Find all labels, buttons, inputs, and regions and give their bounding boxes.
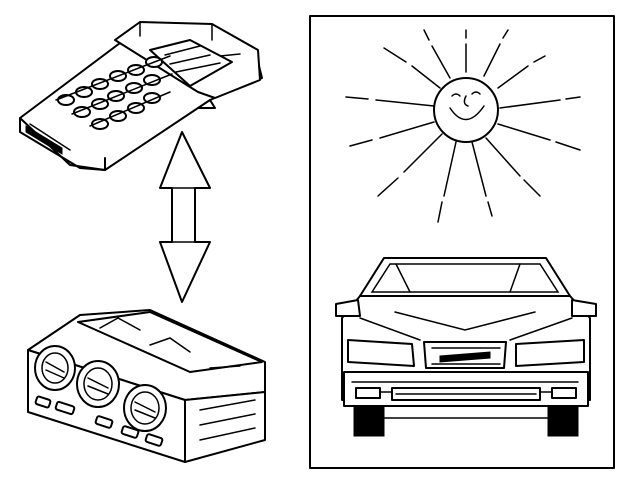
double-arrow-icon bbox=[159, 131, 211, 303]
car-front-icon bbox=[335, 257, 597, 437]
keypad-icon bbox=[55, 55, 173, 130]
knob-middle-icon bbox=[76, 360, 120, 408]
climate-control-panel-icon bbox=[27, 309, 266, 463]
panel-buttons-icon bbox=[34, 395, 164, 447]
knob-left-icon bbox=[34, 345, 76, 391]
sun-icon bbox=[345, 29, 581, 223]
right-panel-frame bbox=[309, 15, 615, 469]
diagnostic-tool-icon bbox=[19, 21, 263, 171]
knob-right-icon bbox=[123, 384, 167, 432]
